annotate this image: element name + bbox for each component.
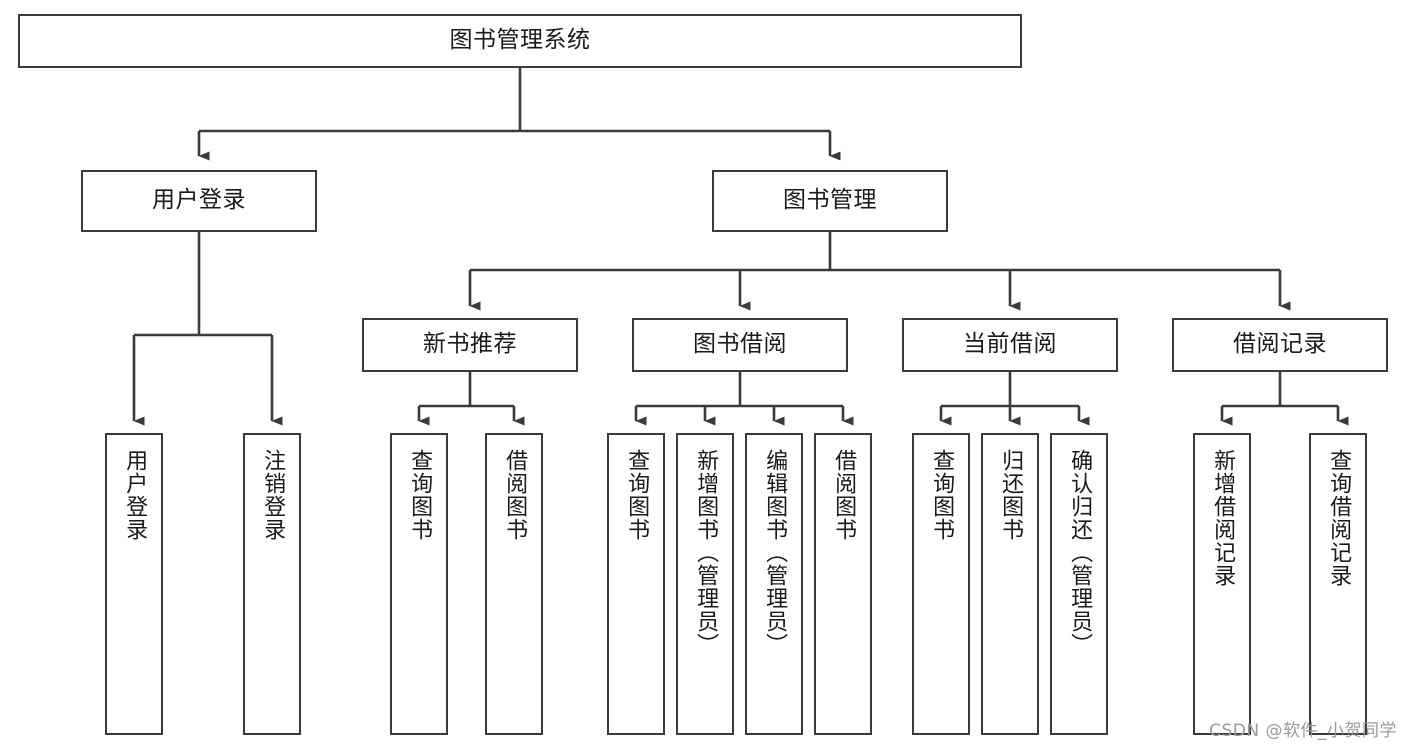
node-label: 归还图书: [998, 449, 1024, 541]
node-leaf-query-book-borrow[interactable]: 查询图书: [607, 433, 665, 735]
node-label: 查询图书: [407, 449, 433, 541]
node-label: 新增借阅记录: [1210, 449, 1236, 587]
node-label: 借阅图书: [502, 449, 528, 541]
node-leaf-return-book[interactable]: 归还图书: [981, 433, 1039, 735]
node-leaf-borrow-book-recommend[interactable]: 借阅图书: [485, 433, 543, 735]
node-label: 用户登录: [122, 449, 148, 541]
node-label: 新增图书（管理员）: [693, 449, 719, 656]
node-root-book-management-system[interactable]: 图书管理系统: [18, 14, 1022, 68]
node-leaf-query-borrow-record[interactable]: 查询借阅记录: [1309, 433, 1367, 735]
node-label: 编辑图书（管理员）: [762, 449, 788, 656]
node-leaf-query-book-recommend[interactable]: 查询图书: [390, 433, 448, 735]
node-leaf-user-logout[interactable]: 注销登录: [243, 433, 301, 735]
node-label: 借阅记录: [1233, 331, 1327, 358]
node-leaf-borrow-book[interactable]: 借阅图书: [814, 433, 872, 735]
node-label: 查询图书: [929, 449, 955, 541]
node-book-management[interactable]: 图书管理: [712, 170, 948, 232]
node-label: 借阅图书: [831, 449, 857, 541]
node-label: 图书管理系统: [449, 27, 591, 54]
node-leaf-user-login[interactable]: 用户登录: [105, 433, 163, 735]
node-borrow-record[interactable]: 借阅记录: [1172, 318, 1388, 372]
csdn-watermark: CSDN @软件_小贺同学: [1209, 721, 1397, 741]
node-label: 新书推荐: [423, 331, 517, 358]
node-label: 查询图书: [624, 449, 650, 541]
node-leaf-confirm-return-admin[interactable]: 确认归还（管理员）: [1050, 433, 1108, 735]
node-book-borrow[interactable]: 图书借阅: [632, 318, 848, 372]
node-user-login[interactable]: 用户登录: [81, 170, 317, 232]
node-label: 图书借阅: [693, 331, 787, 358]
node-label: 当前借阅: [963, 331, 1057, 358]
node-label: 查询借阅记录: [1326, 449, 1352, 587]
node-leaf-edit-book-admin[interactable]: 编辑图书（管理员）: [745, 433, 803, 735]
node-new-book-recommend[interactable]: 新书推荐: [362, 318, 578, 372]
node-leaf-query-book-current[interactable]: 查询图书: [912, 433, 970, 735]
node-label: 注销登录: [260, 449, 286, 541]
node-leaf-add-borrow-record[interactable]: 新增借阅记录: [1193, 433, 1251, 735]
node-label: 确认归还（管理员）: [1067, 449, 1093, 656]
node-label: 用户登录: [152, 187, 246, 214]
node-label: 图书管理: [783, 187, 877, 214]
node-current-borrow[interactable]: 当前借阅: [902, 318, 1118, 372]
node-leaf-add-book-admin[interactable]: 新增图书（管理员）: [676, 433, 734, 735]
